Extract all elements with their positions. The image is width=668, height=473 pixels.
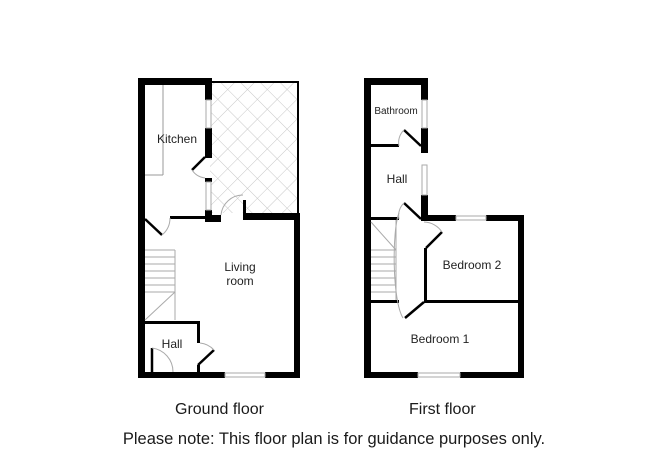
room-label-kitchen: Kitchen — [156, 132, 198, 146]
bedroom-1-window — [417, 372, 461, 378]
patio-area — [210, 82, 298, 213]
kitchen-window-lower — [205, 181, 212, 211]
ground-floor-walls — [138, 78, 300, 378]
front-window — [224, 372, 266, 378]
first-floor-doors — [398, 129, 443, 319]
first-floor-plan — [364, 78, 524, 378]
ground-floor-windows — [205, 99, 266, 378]
room-label-bedroom-1: Bedroom 1 — [410, 332, 470, 346]
patio-outline — [210, 81, 299, 213]
kitchen-window-upper — [205, 99, 212, 129]
first-floor-windows — [417, 99, 487, 378]
ground-floor-stairs — [144, 249, 176, 321]
room-label-living-room: Living room — [210, 260, 270, 288]
ground-floor-doors — [144, 156, 244, 373]
room-label-living-line-1: Living — [224, 260, 256, 274]
bedroom-2-window — [455, 215, 487, 221]
bathroom-window — [421, 99, 428, 129]
room-label-bathroom: Bathroom — [374, 106, 418, 117]
landing-outline — [393, 212, 404, 319]
room-label-bedroom-2: Bedroom 2 — [442, 258, 502, 272]
room-label-first-hall: Hall — [386, 172, 408, 186]
kitchen-counter — [145, 85, 164, 176]
first-floor-walls — [364, 78, 524, 378]
ground-floor-label: Ground floor — [175, 401, 264, 418]
ground-floor-plan — [138, 78, 300, 378]
disclaimer-note: Please note: This floor plan is for guid… — [122, 430, 546, 448]
first-floor-label: First floor — [409, 401, 476, 418]
room-label-ground-hall: Hall — [161, 337, 183, 351]
hall-window — [421, 164, 428, 196]
room-label-living-line-2: room — [226, 274, 254, 288]
first-floor-stairs — [370, 220, 397, 300]
